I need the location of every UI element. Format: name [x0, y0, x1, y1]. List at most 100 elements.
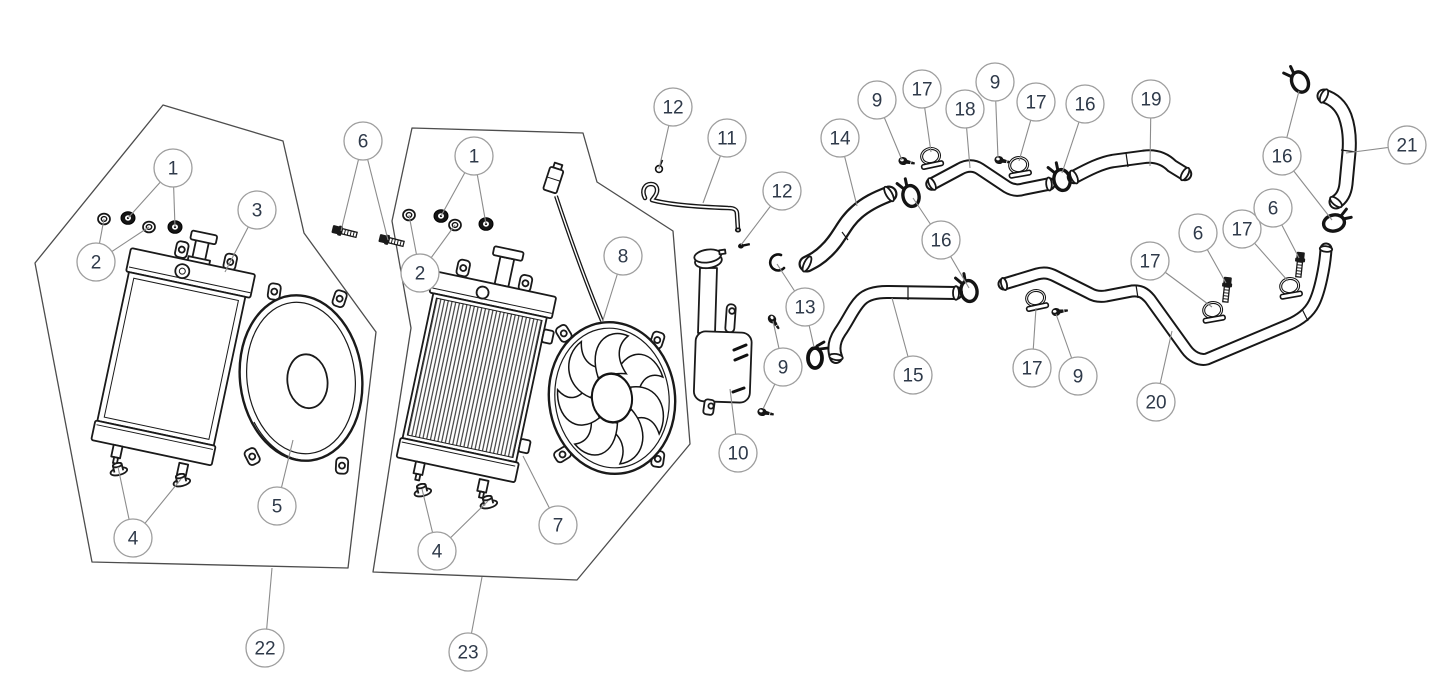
callout-balloon-4[interactable]: 4: [417, 531, 457, 571]
callout-balloon-21[interactable]: 21: [1387, 125, 1427, 165]
callout-balloon-17[interactable]: 17: [902, 69, 942, 109]
callout-balloon-10[interactable]: 10: [718, 433, 758, 473]
callout-number: 1: [168, 159, 179, 180]
screw: [1050, 305, 1069, 318]
callout-number: 15: [902, 366, 923, 387]
fan-shroud: [238, 281, 364, 475]
callout-number: 9: [1073, 367, 1084, 388]
coolant-reservoir: [692, 248, 753, 416]
callout-balloon-2[interactable]: 2: [76, 242, 116, 282]
radiator-mount-pins: [412, 460, 490, 500]
callout-number: 10: [727, 444, 748, 465]
callout-number: 4: [432, 542, 443, 563]
callout-balloon-8[interactable]: 8: [603, 236, 643, 276]
hex-bolt: [1219, 275, 1234, 304]
callout-balloon-20[interactable]: 20: [1136, 382, 1176, 422]
callout-number: 9: [872, 91, 883, 112]
callout-number: 2: [415, 264, 426, 285]
callout-balloon-15[interactable]: 15: [893, 355, 933, 395]
callout-number: 12: [662, 98, 683, 119]
callout-balloon-9[interactable]: 9: [1058, 356, 1098, 396]
callout-balloon-16[interactable]: 16: [1262, 136, 1302, 176]
auxiliary-radiator: [395, 245, 557, 500]
callout-balloon-1[interactable]: 1: [454, 136, 494, 176]
cushion-clamp: [1276, 275, 1304, 301]
callout-balloon-12[interactable]: 12: [762, 171, 802, 211]
callout-balloon-23[interactable]: 23: [448, 632, 488, 672]
callout-balloon-2[interactable]: 2: [400, 253, 440, 293]
callout-balloon-6[interactable]: 6: [1253, 188, 1293, 228]
callout-number: 2: [91, 253, 102, 274]
radiator: [90, 229, 256, 483]
callout-number: 5: [272, 497, 283, 518]
callout-balloon-14[interactable]: 14: [820, 118, 860, 158]
cushion-clamp: [1199, 299, 1227, 325]
callout-number: 23: [457, 643, 478, 664]
callout-balloon-5[interactable]: 5: [257, 486, 297, 526]
heater-hose-end: [1316, 88, 1357, 210]
callout-number: 19: [1140, 90, 1161, 111]
callout-number: 6: [1268, 199, 1279, 220]
callout-balloon-19[interactable]: 19: [1131, 79, 1171, 119]
callout-number: 17: [1025, 93, 1046, 114]
callout-balloon-17[interactable]: 17: [1222, 209, 1262, 249]
callout-number: 9: [990, 73, 1001, 94]
fan-connector: [542, 161, 565, 195]
hose-clamp-open: [768, 253, 786, 272]
callout-balloon-17[interactable]: 17: [1012, 348, 1052, 388]
overflow-hose: [641, 181, 742, 233]
callout-balloon-17[interactable]: 17: [1130, 241, 1170, 281]
hex-bolt: [1292, 250, 1307, 279]
callout-balloon-6[interactable]: 6: [1178, 213, 1218, 253]
cooling-fan: [547, 320, 677, 476]
callout-balloon-9[interactable]: 9: [975, 62, 1015, 102]
callout-number: 18: [954, 100, 975, 121]
callout-number: 16: [930, 231, 951, 252]
callout-number: 13: [794, 298, 815, 319]
callout-balloon-17[interactable]: 17: [1016, 82, 1056, 122]
callout-balloon-9[interactable]: 9: [763, 347, 803, 387]
callout-balloon-1[interactable]: 1: [153, 148, 193, 188]
callout-balloon-16[interactable]: 16: [1065, 84, 1105, 124]
callout-number: 16: [1271, 147, 1292, 168]
callout-number: 6: [1193, 224, 1204, 245]
callout-number: 11: [717, 129, 737, 150]
callout-number: 1: [469, 147, 480, 168]
screw: [897, 155, 916, 168]
hex-bolt: [330, 223, 359, 241]
callout-number: 4: [128, 529, 139, 550]
callout-number: 3: [252, 201, 263, 222]
hose-clip: [654, 159, 664, 174]
callout-number: 17: [1139, 252, 1160, 273]
heater-hose-short: [925, 159, 1056, 197]
spring-clamp: [1280, 60, 1314, 98]
callout-balloon-9[interactable]: 9: [857, 80, 897, 120]
callout-balloon-12[interactable]: 12: [653, 87, 693, 127]
callout-number: 7: [553, 516, 564, 537]
callout-balloon-18[interactable]: 18: [945, 89, 985, 129]
callout-balloon-13[interactable]: 13: [785, 287, 825, 327]
callout-number: 17: [1021, 359, 1042, 380]
hose-clamp: [806, 340, 830, 370]
callout-number: 17: [911, 80, 932, 101]
callout-number: 8: [618, 247, 629, 268]
reservoir-screw: [737, 241, 751, 250]
callout-number: 6: [358, 132, 369, 153]
callout-number: 20: [1145, 393, 1166, 414]
radiator-hose-lower: [827, 285, 963, 364]
callout-balloon-11[interactable]: 11: [707, 118, 747, 158]
callout-balloon-7[interactable]: 7: [538, 505, 578, 545]
callout-number: 9: [778, 358, 789, 379]
callout-number: 22: [254, 639, 275, 660]
callout-number: 14: [829, 129, 851, 150]
coolant-pipe-long: [997, 242, 1334, 366]
callout-balloon-16[interactable]: 16: [921, 220, 961, 260]
reservoir-vents: [731, 343, 749, 394]
callout-balloon-4[interactable]: 4: [113, 518, 153, 558]
callout-balloon-3[interactable]: 3: [237, 190, 277, 230]
radiator-hose-upper: [798, 185, 898, 273]
callout-balloon-22[interactable]: 22: [245, 628, 285, 668]
heater-hose-mid: [1066, 149, 1193, 185]
callout-balloon-6[interactable]: 6: [343, 121, 383, 161]
